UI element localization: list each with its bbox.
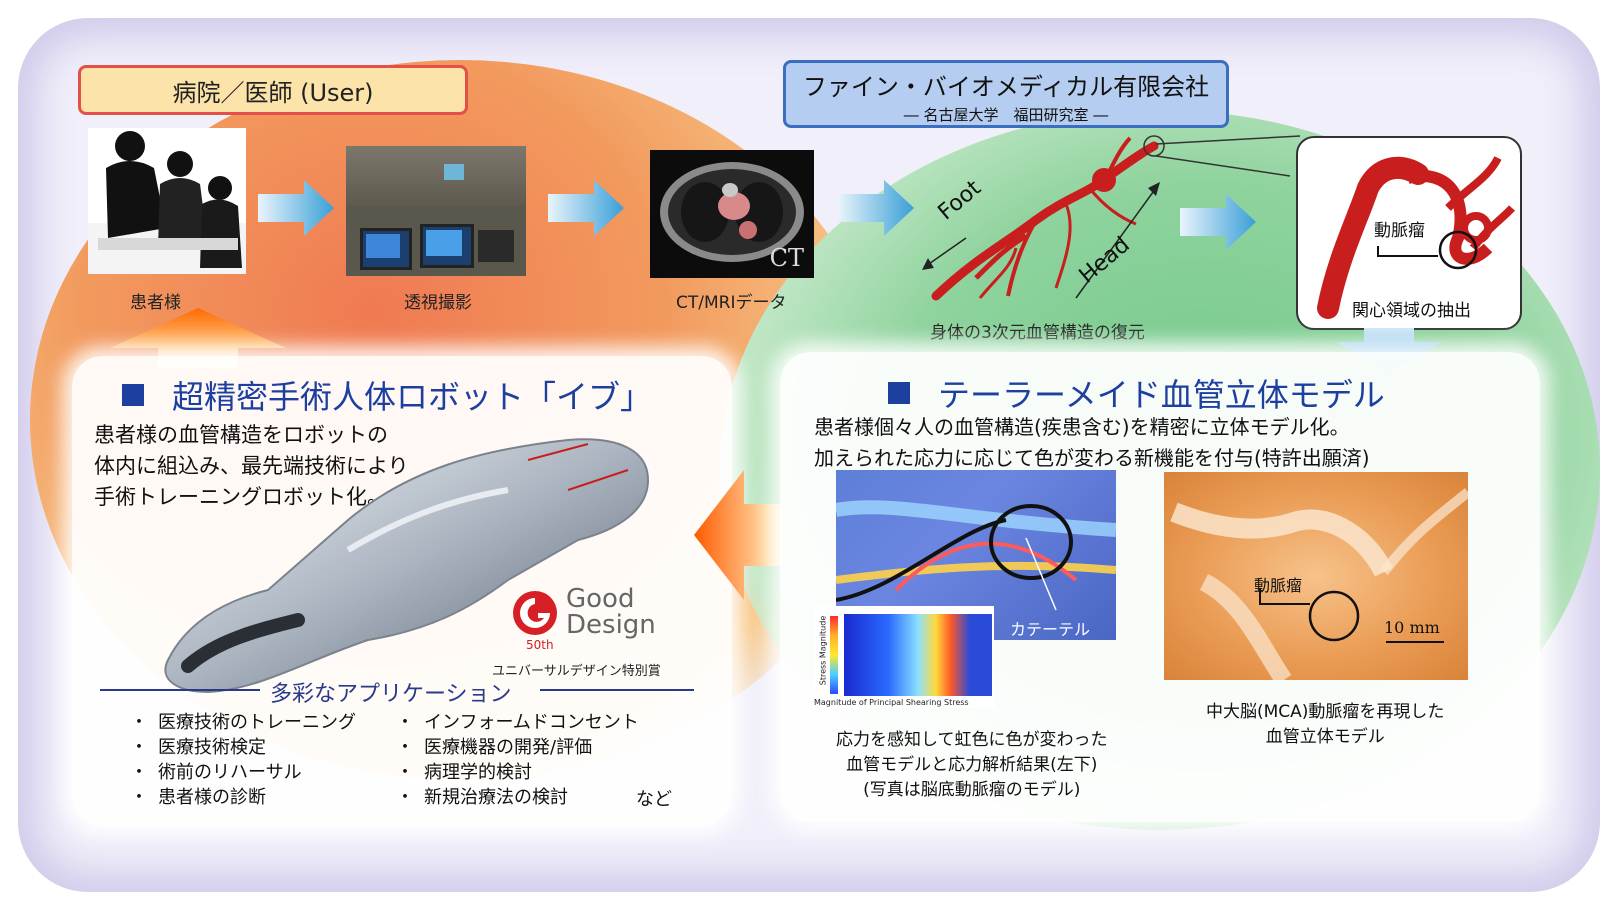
flow-arrow-up: [110, 308, 286, 368]
cap-right-line-2: 血管立体モデル: [1265, 727, 1385, 747]
app-item: 病理学的検討: [396, 760, 639, 785]
stress-axis-label: Stress Magnitude: [818, 615, 828, 686]
eve-title: 超精密手術人体ロボット「イブ」: [122, 372, 652, 418]
model-caption-left: 応力を感知して虹色に色が変わった 血管モデルと応力解析結果(左下) (写真は脳底…: [836, 728, 1108, 803]
stress-heatmap: [844, 614, 992, 696]
eve-desc-line-2: 体内に組込み、最先端技術により: [94, 454, 409, 478]
vessel-tree: [922, 135, 1165, 301]
eve-desc-line-3: 手術トレーニングロボット化。: [94, 485, 388, 509]
apps-title: 多彩なアプリケーション: [270, 682, 512, 707]
ct-scan-image: CT: [650, 150, 814, 278]
app-item: インフォームドコンセント: [396, 710, 639, 735]
catheter-label: カテーテル: [1010, 620, 1091, 639]
stress-analysis-image: Stress Magnitude Magnitude of Principal …: [814, 606, 994, 708]
roi-aneurysm-label: 動脈瘤: [1374, 221, 1425, 241]
app-item: 医療技術のトレーニング: [130, 710, 356, 735]
apps-rule-left: [100, 689, 260, 691]
eve-title-marker: [122, 384, 144, 406]
company-sub: ― 名古屋大学 福田研究室 ―: [903, 106, 1109, 124]
stress-colorbar: [830, 616, 838, 694]
award-text: ユニバーサルデザイン特別賞: [492, 664, 661, 679]
good-design-50th: 50th: [526, 638, 554, 652]
user-label: 病院／医師 (User): [78, 65, 468, 115]
eve-description: 患者様の血管構造をロボットの 体内に組込み、最先端技術により 手術トレーニングロ…: [94, 420, 409, 513]
apps-rule-right: [540, 689, 694, 691]
surgeons-image: [88, 128, 246, 274]
aneurysm-vessel: [1317, 156, 1515, 319]
caption-patient: 患者様: [130, 293, 181, 313]
mca-model-photo: 動脈瘤 10 mm: [1164, 472, 1468, 680]
mca-vessel: [1170, 488, 1468, 680]
caption-fluoroscopy: 透視撮影: [404, 293, 472, 313]
apps-list-left: 医療技術のトレーニング 医療技術検定 術前のリハーサル 患者様の診断: [130, 710, 356, 810]
roi-extraction-image: 動脈瘤 関心領域の抽出: [1296, 136, 1522, 330]
fluoroscopy-image: [346, 146, 526, 276]
model-desc-line-1: 患者様個々人の血管構造(疾患含む)を精密に立体モデル化。: [814, 415, 1350, 439]
eve-desc-line-1: 患者様の血管構造をロボットの: [94, 423, 388, 447]
mca-aneurysm-label: 動脈瘤: [1254, 576, 1303, 595]
model-title: テーラーメイド血管立体モデル: [888, 370, 1385, 416]
app-item: 医療機器の開発/評価: [396, 735, 639, 760]
flow-arrow-2: [548, 180, 624, 236]
flow-arrow-4: [1180, 194, 1256, 250]
flow-arrow-3: [838, 180, 914, 236]
flow-arrow-1: [258, 180, 334, 236]
cap-right-line-1: 中大脳(MCA)動脈瘤を再現した: [1206, 702, 1445, 722]
stress-xlabel: Magnitude of Principal Shearing Stress: [814, 698, 969, 707]
model-caption-right: 中大脳(MCA)動脈瘤を再現した 血管立体モデル: [1206, 700, 1444, 750]
app-item: 患者様の診断: [130, 785, 356, 810]
roi-caption: 関心領域の抽出: [1352, 301, 1471, 321]
app-item: 医療技術検定: [130, 735, 356, 760]
good-design-logo: [513, 591, 557, 635]
company-name: ファイン・バイオメディカル有限会社: [802, 73, 1210, 101]
eve-title-text: 超精密手術人体ロボット「イブ」: [172, 378, 653, 416]
flow-arrow-down: [1336, 328, 1442, 372]
model-title-marker: [888, 382, 910, 404]
flow-arrow-left: [694, 470, 782, 600]
scale-label: 10 mm: [1384, 618, 1440, 637]
eve-robot-body: [164, 438, 650, 694]
model-description: 患者様個々人の血管構造(疾患含む)を精密に立体モデル化。 加えられた応力に応じて…: [814, 412, 1370, 474]
caption-reconstruction: 身体の3次元血管構造の復元: [930, 323, 1145, 343]
app-item: 術前のリハーサル: [130, 760, 356, 785]
model-desc-line-2: 加えられた応力に応じて色が変わる新機能を付与(特許出願済): [814, 446, 1370, 470]
company-label: ファイン・バイオメディカル有限会社 ― 名古屋大学 福田研究室 ―: [783, 60, 1229, 128]
model-title-text: テーラーメイド血管立体モデル: [938, 376, 1385, 414]
cap-left-line-2: 血管モデルと応力解析結果(左下): [846, 755, 1098, 775]
caption-ct-data: CT/MRIデータ: [676, 293, 787, 313]
ct-slice: [660, 162, 804, 262]
stress-vessel: [836, 500, 1116, 611]
good-design-text-2: Design: [566, 610, 656, 640]
cap-left-line-3: (写真は脳底動脈瘤のモデル): [863, 780, 1081, 800]
app-item: 新規治療法の検討: [396, 785, 639, 810]
apps-etc: など: [636, 789, 672, 810]
good-design-text-1: Good: [566, 584, 635, 614]
cap-left-line-1: 応力を感知して虹色に色が変わった: [836, 730, 1108, 750]
eve-robot-image: [148, 430, 668, 700]
apps-list-right: インフォームドコンセント 医療機器の開発/評価 病理学的検討 新規治療法の検討: [396, 710, 639, 810]
vessel-reconstruction: Foot Head: [916, 128, 1168, 308]
ct-tag: CT: [769, 244, 804, 272]
zoom-connector-lines: [1155, 135, 1301, 177]
surgeons-silhouette: [88, 131, 246, 274]
